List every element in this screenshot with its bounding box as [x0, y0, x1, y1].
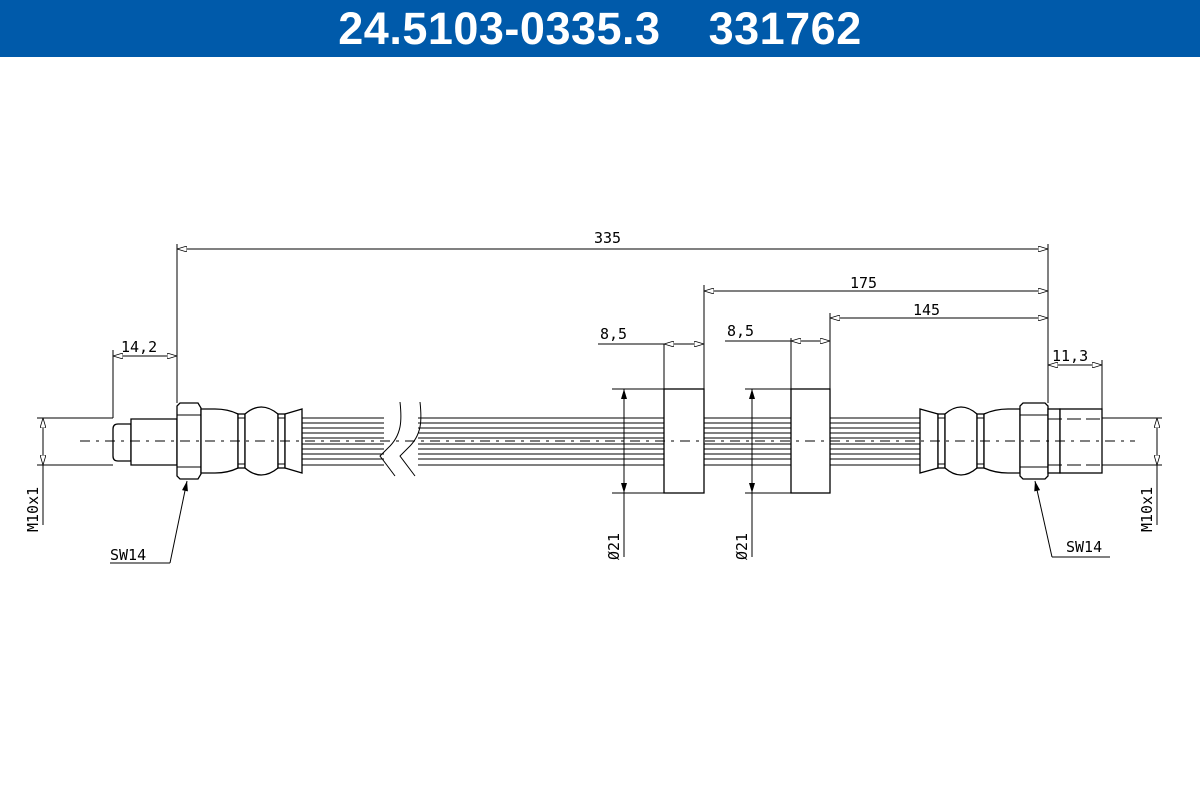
clamp-width-right-label: 8,5 [727, 322, 754, 340]
overall-length-label: 335 [594, 229, 621, 247]
clamp-diameter-left-label: Ø21 [605, 533, 623, 560]
part-number: 24.5103-0335.3 [338, 2, 661, 54]
hose-break-mark [379, 401, 422, 477]
left-wrench-size-label: SW14 [110, 546, 146, 564]
right-wrench-size-label: SW14 [1066, 538, 1102, 556]
title-bar: 24.5103-0335.3 331762 [0, 0, 1200, 57]
clamp-diameter-right-label: Ø21 [733, 533, 751, 560]
clamp-width-left-label: 8,5 [600, 325, 627, 343]
dimensions [37, 244, 1162, 564]
left-thread-label: M10x1 [24, 487, 42, 532]
article-code: 331762 [708, 2, 862, 54]
dim-175-label: 175 [850, 274, 877, 292]
dim-145-label: 145 [913, 301, 940, 319]
right-thread-length-label: 11,3 [1052, 347, 1088, 365]
right-thread-label: M10x1 [1138, 487, 1156, 532]
left-thread-length-label: 14,2 [121, 338, 157, 356]
